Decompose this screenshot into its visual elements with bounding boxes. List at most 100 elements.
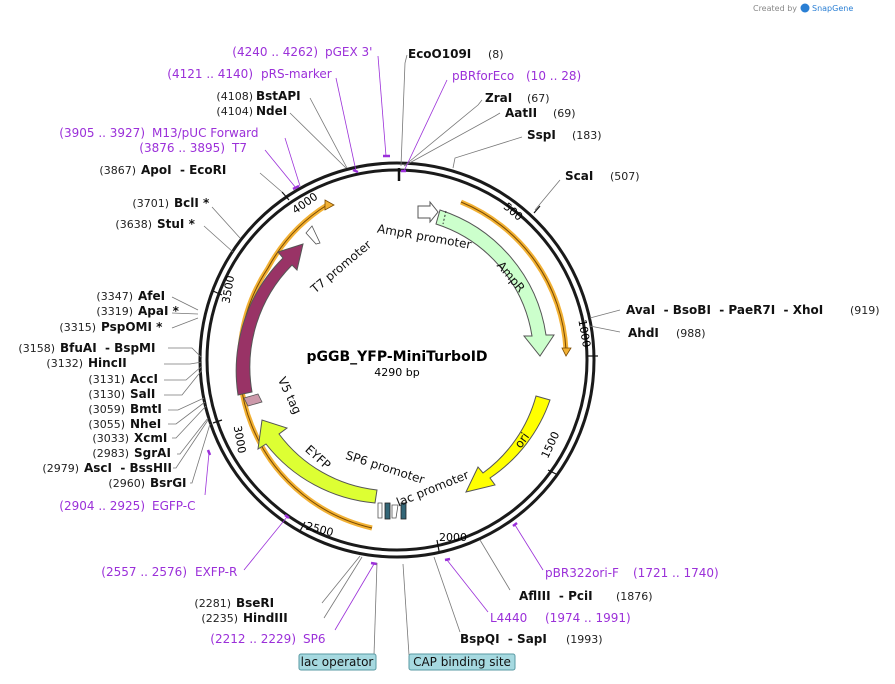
ampr-promoter-arrow[interactable] [417, 200, 439, 224]
enzyme-bfuai-group-pos: (3158) [18, 342, 55, 355]
enzyme-avai-group[interactable]: AvaI - BsoBI - PaeR7I - XhoI [626, 303, 823, 317]
enzyme-afliii-group-pos: (1876) [616, 590, 653, 603]
enzyme-scai-pos: (507) [610, 170, 640, 183]
sp6-promoter-label: SP6 promoter [344, 448, 426, 487]
watermark-created-by: Created by [753, 4, 797, 13]
enzyme-apai[interactable]: ApaI * [138, 304, 180, 318]
v5-tag-arrow[interactable] [243, 393, 263, 407]
enzyme-afei[interactable]: AfeI [138, 289, 165, 303]
v5-tag-label: V5 tag [275, 375, 304, 417]
enzyme-bcli-pos: (3701) [132, 197, 169, 210]
enzyme-pspomi[interactable]: PspOMI * [101, 320, 163, 334]
tick-3500: 3500 [220, 275, 238, 305]
enzyme-ecoo109i-pos: (8) [488, 48, 504, 61]
enzyme-hindiii-pos: (2235) [201, 612, 238, 625]
primer-l4440[interactable]: L4440 [490, 611, 527, 625]
enzyme-scai[interactable]: ScaI [565, 169, 593, 183]
enzyme-acci[interactable]: AccI [130, 372, 158, 386]
lac-promoter-arrow[interactable] [391, 504, 399, 519]
cap-site-label: CAP binding site [413, 655, 511, 669]
enzyme-asci-group[interactable]: AscI - BssHII [84, 461, 172, 475]
enzyme-hincii[interactable]: HincII [88, 356, 127, 370]
primer-pgex3-pos: (4240 .. 4262) [232, 45, 318, 59]
primer-pbrforeco[interactable]: pBRforEco [452, 69, 514, 83]
primer-sp6[interactable]: SP6 [303, 632, 326, 646]
enzyme-ascI-group-pos: (2979) [42, 462, 79, 475]
enzyme-sgrai-pos: (2983) [92, 447, 129, 460]
tick-1000: 1000 [575, 319, 593, 349]
primer-prs-marker[interactable]: pRS-marker [261, 67, 332, 81]
orf-fusion-arrowhead [324, 199, 335, 211]
enzyme-bspqi-group[interactable]: BspQI - SapI [460, 632, 547, 646]
enzyme-apoi-group[interactable]: ApoI - EcoRI [141, 163, 226, 177]
enzyme-bcli[interactable]: BclI * [174, 196, 210, 210]
enzyme-bstapi[interactable]: BstAPI [256, 89, 301, 103]
cap-site-tag[interactable] [408, 653, 516, 671]
enzyme-ndei-pos: (4104) [216, 105, 253, 118]
enzyme-apoi-group-pos: (3867) [99, 164, 136, 177]
backbone-inner [205, 168, 589, 552]
enzyme-bstapi-pos: (4108) [216, 90, 253, 103]
primer-pbr322ori[interactable]: pBR322ori-F [545, 566, 619, 580]
lac-operator-tag[interactable] [298, 653, 377, 671]
enzyme-pspomi-pos: (3315) [59, 321, 96, 334]
primer-pgex3[interactable]: pGEX 3' [325, 45, 372, 59]
primer-t7[interactable]: T7 [231, 141, 247, 155]
enzyme-sali-pos: (3130) [88, 388, 125, 401]
primer-pbr322ori-pos: (1721 .. 1740) [633, 566, 719, 580]
enzyme-sali[interactable]: SalI [130, 387, 155, 401]
enzyme-bsrgi[interactable]: BsrGI [150, 476, 187, 490]
plasmid-name: pGGB_YFP-MiniTurboID [306, 349, 487, 365]
tick-marks [212, 191, 598, 552]
primer-l4440-pos: (1974 .. 1991) [545, 611, 631, 625]
ori-feature-arrow[interactable] [465, 395, 551, 493]
enzyme-ecoo109i[interactable]: EcoO109I [408, 47, 471, 61]
primer-prs-marker-pos: (4121 .. 4140) [167, 67, 253, 81]
enzyme-zrai[interactable]: ZraI [485, 91, 512, 105]
primer-sp6-pos: (2212 .. 2229) [210, 632, 296, 646]
enzyme-bfuai-group[interactable]: BfuAI - BspMI [60, 341, 155, 355]
primer-pbrforeco-pos: (10 .. 28) [526, 69, 581, 83]
orf-ampr-arrowhead [561, 347, 572, 357]
tick-3000: 3000 [231, 425, 249, 455]
primer-exfpr[interactable]: EXFP-R [195, 565, 237, 579]
enzyme-hindiii[interactable]: HindIII [243, 611, 288, 625]
ampr-feature-arrow[interactable] [435, 209, 555, 357]
enzyme-bseri[interactable]: BseRI [236, 596, 274, 610]
sp6-promoter-arrow[interactable] [377, 502, 383, 519]
miniturbo-feature-arrow[interactable] [235, 243, 304, 396]
plasmid-size: 4290 bp [374, 366, 419, 379]
enzyme-acci-pos: (3131) [88, 373, 125, 386]
enzyme-bmti[interactable]: BmtI [130, 402, 162, 416]
enzyme-sspi-pos: (183) [572, 129, 602, 142]
orf-track-ampr-core [460, 201, 567, 351]
enzyme-ndei[interactable]: NdeI [256, 104, 287, 118]
enzyme-afliii-group[interactable]: AflIII - PciI [519, 589, 593, 603]
primer-t7-pos: (3876 .. 3895) [139, 141, 225, 155]
t7-promoter-arrow[interactable] [305, 225, 321, 245]
enzyme-avai-group-pos: (919) [850, 304, 880, 317]
cap-site-box[interactable] [400, 502, 407, 520]
enzyme-sspi[interactable]: SspI [527, 128, 556, 142]
primer-m13puc[interactable]: M13/pUC Forward [152, 126, 259, 140]
leaders-right [400, 54, 621, 633]
watermark-brand[interactable]: SnapGene [812, 4, 853, 13]
enzyme-xcmi[interactable]: XcmI [134, 431, 167, 445]
primer-egfpc[interactable]: EGFP-C [152, 499, 195, 513]
enzyme-stui-pos: (3638) [115, 218, 152, 231]
enzyme-sgrai[interactable]: SgrAI [134, 446, 171, 460]
tick-1500: 1500 [539, 430, 563, 461]
enzyme-aatii-pos: (69) [553, 107, 576, 120]
eyfp-feature-arrow[interactable] [257, 419, 378, 504]
enzyme-aatii[interactable]: AatII [505, 106, 537, 120]
enzyme-ahdi-pos: (988) [676, 327, 706, 340]
enzyme-bseri-pos: (2281) [194, 597, 231, 610]
enzyme-ahdi[interactable]: AhdI [628, 326, 659, 340]
t7-promoter-label: T7 promoter [307, 237, 374, 296]
lac-operator-box[interactable] [384, 502, 391, 520]
enzyme-nhei[interactable]: NheI [130, 417, 161, 431]
enzyme-bmti-pos: (3059) [88, 403, 125, 416]
tick-2000: 2000 [439, 531, 467, 544]
enzyme-stui[interactable]: StuI * [157, 217, 196, 231]
